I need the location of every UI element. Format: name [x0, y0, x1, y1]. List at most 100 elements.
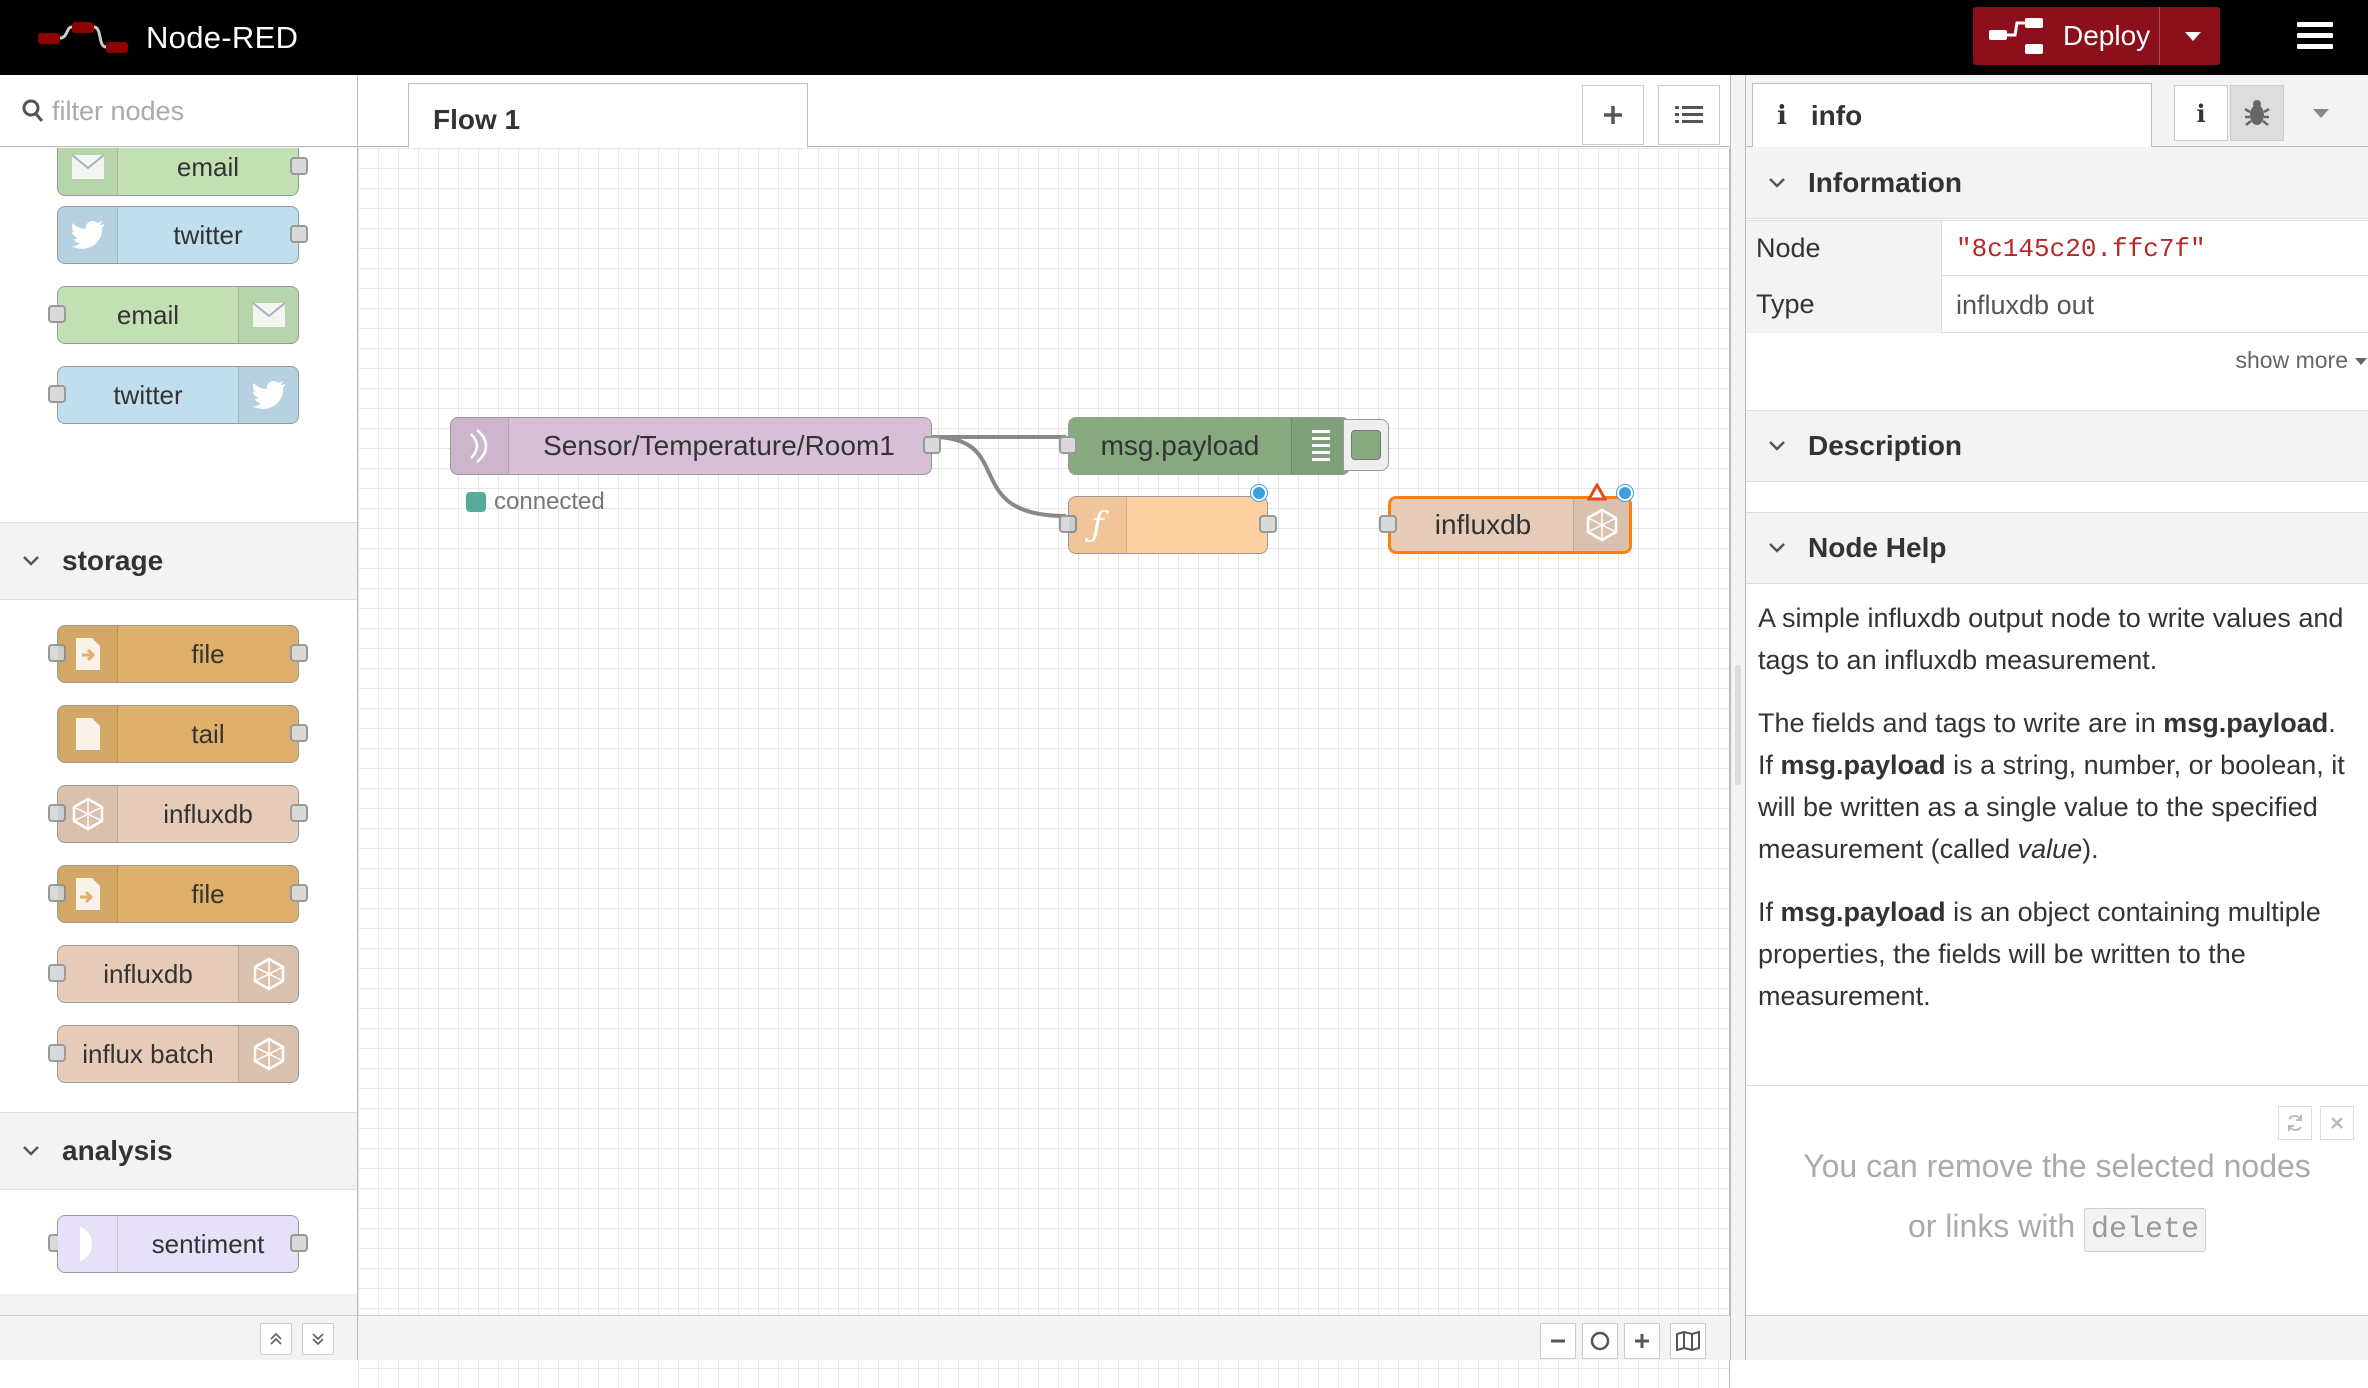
- next-tip-button[interactable]: [2278, 1106, 2312, 1140]
- caret-down-icon: [2185, 32, 2201, 41]
- output-port[interactable]: [290, 884, 308, 902]
- palette-search-input[interactable]: [52, 93, 342, 129]
- debug-toggle-button[interactable]: [1343, 419, 1389, 471]
- flow-node-influxdb-out[interactable]: influxdb: [1379, 483, 1633, 554]
- close-tips-button[interactable]: [2320, 1106, 2354, 1140]
- tab-info[interactable]: i info: [1752, 83, 2152, 148]
- list-flows-button[interactable]: [1658, 85, 1720, 145]
- circle-icon: [1590, 1331, 1610, 1351]
- input-port[interactable]: [48, 305, 66, 323]
- input-port[interactable]: [1059, 515, 1077, 533]
- output-port[interactable]: [290, 1234, 308, 1252]
- output-port[interactable]: [290, 644, 308, 662]
- input-port[interactable]: [1059, 436, 1077, 454]
- input-port[interactable]: [48, 1044, 66, 1062]
- expand-all-button[interactable]: [302, 1323, 334, 1355]
- palette-node-label: file: [191, 639, 225, 669]
- warning-triangle-icon: [1587, 483, 1607, 501]
- section-node-help-header[interactable]: Node Help: [1746, 512, 2368, 584]
- flow-canvas[interactable]: Sensor/Temperature/Room1 connected msg.p…: [358, 148, 1730, 1388]
- flow-node-debug[interactable]: msg.payload: [1059, 417, 1350, 475]
- palette-node-influx-batch[interactable]: influx batch: [48, 1025, 299, 1083]
- help-code-term: msg.payload: [1780, 750, 1946, 780]
- output-port[interactable]: [923, 436, 941, 454]
- minus-icon: [1551, 1339, 1565, 1343]
- tip-line-text: or links with: [1907, 1208, 2076, 1244]
- chevron-down-icon: [23, 556, 39, 566]
- debug-list-icon: [1291, 418, 1349, 474]
- output-port[interactable]: [290, 225, 308, 243]
- help-emphasis: value: [2017, 834, 2083, 864]
- tip-text: You can remove the selected nodes or lin…: [1746, 1136, 2368, 1260]
- palette-node-influxdb-out[interactable]: influxdb: [48, 945, 299, 1003]
- caret-down-icon: [2355, 357, 2367, 365]
- file-out-icon: [58, 866, 118, 922]
- output-port[interactable]: [290, 724, 308, 742]
- section-information-header[interactable]: Information: [1746, 147, 2368, 219]
- category-storage-header[interactable]: storage: [0, 522, 357, 600]
- palette-node-twitter-out[interactable]: twitter: [48, 366, 299, 424]
- zoom-in-button[interactable]: [1624, 1323, 1660, 1359]
- palette-node-label: email: [176, 152, 240, 182]
- mqtt-signal-icon: [451, 418, 509, 474]
- category-label: storage: [62, 545, 164, 576]
- input-port[interactable]: [48, 884, 66, 902]
- category-analysis-header[interactable]: analysis: [0, 1112, 357, 1190]
- main-menu-button[interactable]: [2290, 18, 2340, 58]
- output-port[interactable]: [290, 804, 308, 822]
- deploy-label: Deploy: [2063, 20, 2151, 51]
- section-description-header[interactable]: Description: [1746, 410, 2368, 482]
- navigator-button[interactable]: [1670, 1323, 1706, 1359]
- palette-node-label: file: [191, 879, 225, 909]
- info-tab-button[interactable]: i: [2174, 85, 2228, 141]
- sidebar-resize-handle[interactable]: [1730, 75, 1746, 1360]
- output-port[interactable]: [290, 157, 308, 175]
- flow-node-label: [1127, 497, 1267, 553]
- node-red-logo-icon: [38, 22, 128, 53]
- input-port[interactable]: [48, 385, 66, 403]
- palette-node-email-out[interactable]: email: [48, 286, 299, 344]
- palette-node-twitter-in[interactable]: twitter: [57, 206, 308, 264]
- info-icon: i: [2196, 98, 2206, 128]
- file-in-icon: [58, 626, 118, 682]
- palette-node-sentiment[interactable]: sentiment: [48, 1215, 308, 1273]
- category-label: analysis: [62, 1135, 173, 1166]
- property-row-type: Type influxdb out: [1746, 277, 2368, 333]
- influxdb-icon: [238, 946, 298, 1002]
- palette-node-file-out[interactable]: file: [48, 865, 308, 923]
- input-port[interactable]: [48, 964, 66, 982]
- sidebar-tabs-menu-button[interactable]: [2294, 85, 2348, 141]
- map-icon: [1676, 1331, 1700, 1351]
- palette-node-email-in[interactable]: email: [57, 148, 308, 196]
- deploy-button[interactable]: Deploy: [1973, 7, 2220, 65]
- collapse-all-button[interactable]: [260, 1323, 292, 1355]
- palette-footer: [0, 1315, 357, 1360]
- palette-node-file-in[interactable]: file: [48, 625, 308, 683]
- changed-indicator-icon: [1617, 485, 1633, 501]
- info-icon: i: [1777, 100, 1787, 131]
- input-port[interactable]: [48, 644, 66, 662]
- add-flow-button[interactable]: [1582, 85, 1644, 145]
- wires-layer: [931, 434, 1067, 518]
- zoom-out-button[interactable]: [1540, 1323, 1576, 1359]
- palette-node-influxdb-in[interactable]: influxdb: [48, 785, 308, 843]
- flow-node-function[interactable]: ƒ: [1059, 485, 1277, 554]
- input-port[interactable]: [48, 804, 66, 822]
- header-bar: Node-RED Deploy: [0, 0, 2368, 75]
- palette-node-label: email: [116, 300, 180, 330]
- show-more-link[interactable]: show more: [2236, 347, 2368, 374]
- resize-grip[interactable]: [1735, 665, 1741, 785]
- palette-node-tail[interactable]: tail: [57, 705, 308, 763]
- input-port[interactable]: [1379, 515, 1397, 533]
- zoom-reset-button[interactable]: [1582, 1323, 1618, 1359]
- flow-node-mqtt-in[interactable]: Sensor/Temperature/Room1: [450, 417, 941, 475]
- tab-flow-1[interactable]: Flow 1: [408, 83, 808, 148]
- output-port[interactable]: [1259, 515, 1277, 533]
- show-more-label: show more: [2235, 347, 2348, 373]
- deploy-options-button[interactable]: [2173, 7, 2213, 65]
- debug-tab-button[interactable]: [2230, 85, 2284, 141]
- node-id-value[interactable]: "8c145c20.ffc7f": [1956, 234, 2206, 264]
- help-paragraph: The fields and tags to write are in msg.…: [1758, 702, 2358, 870]
- caret-down-icon: [2313, 109, 2329, 118]
- hamburger-line: [2297, 44, 2333, 49]
